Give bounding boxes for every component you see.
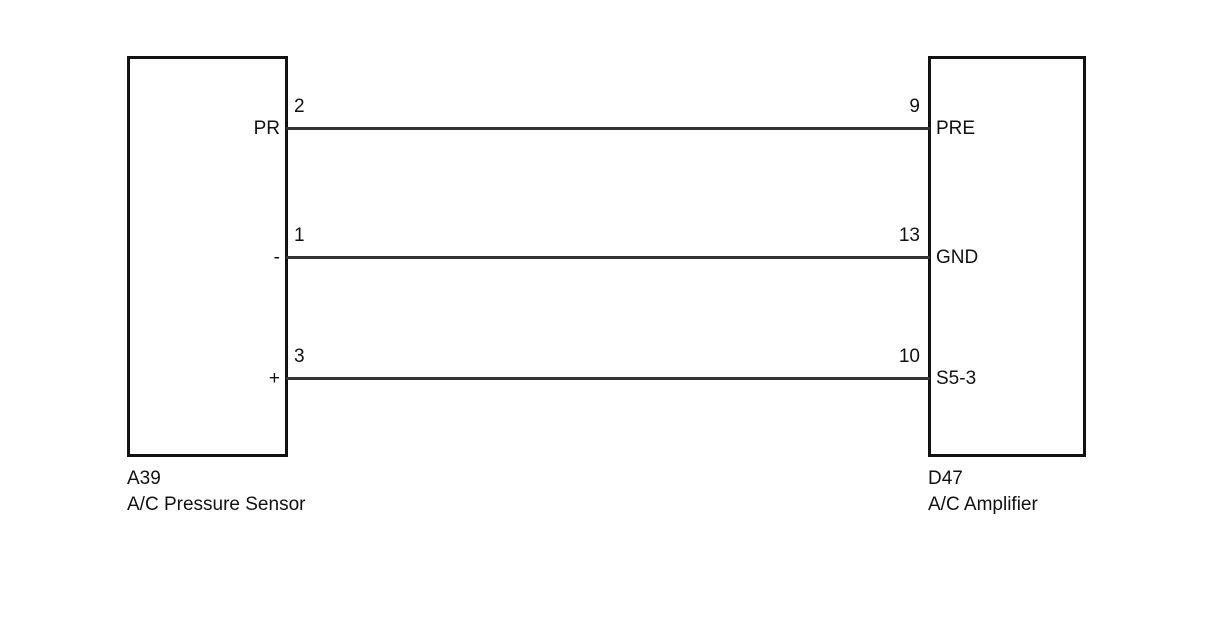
wire-minus-to-gnd (286, 256, 930, 259)
pin-number-sensor-2: 2 (294, 96, 305, 117)
component-name-ac-pressure-sensor: A/C Pressure Sensor (127, 494, 306, 515)
wire-pr-to-pre (286, 127, 930, 130)
component-box-ac-pressure-sensor (127, 56, 288, 457)
component-id-a39: A39 (127, 468, 161, 489)
pin-number-amplifier-13: 13 (898, 225, 920, 246)
component-name-ac-amplifier: A/C Amplifier (928, 494, 1038, 515)
component-caption-right: D47 A/C Amplifier (928, 466, 1038, 518)
pin-number-amplifier-10: 10 (898, 346, 920, 367)
component-id-d47: D47 (928, 468, 963, 489)
pin-number-sensor-1: 1 (294, 225, 305, 246)
pin-number-sensor-3: 3 (294, 346, 305, 367)
wire-plus-to-s5-3 (286, 377, 930, 380)
terminal-label-sensor-pr: PR (253, 118, 280, 139)
terminal-label-amplifier-s5-3: S5-3 (936, 368, 977, 389)
terminal-label-amplifier-gnd: GND (936, 247, 979, 268)
component-caption-left: A39 A/C Pressure Sensor (127, 466, 305, 518)
terminal-label-amplifier-pre: PRE (936, 118, 976, 139)
terminal-label-sensor-plus: + (268, 368, 280, 389)
pin-number-amplifier-9: 9 (909, 96, 920, 117)
terminal-label-sensor-minus: - (273, 247, 280, 268)
